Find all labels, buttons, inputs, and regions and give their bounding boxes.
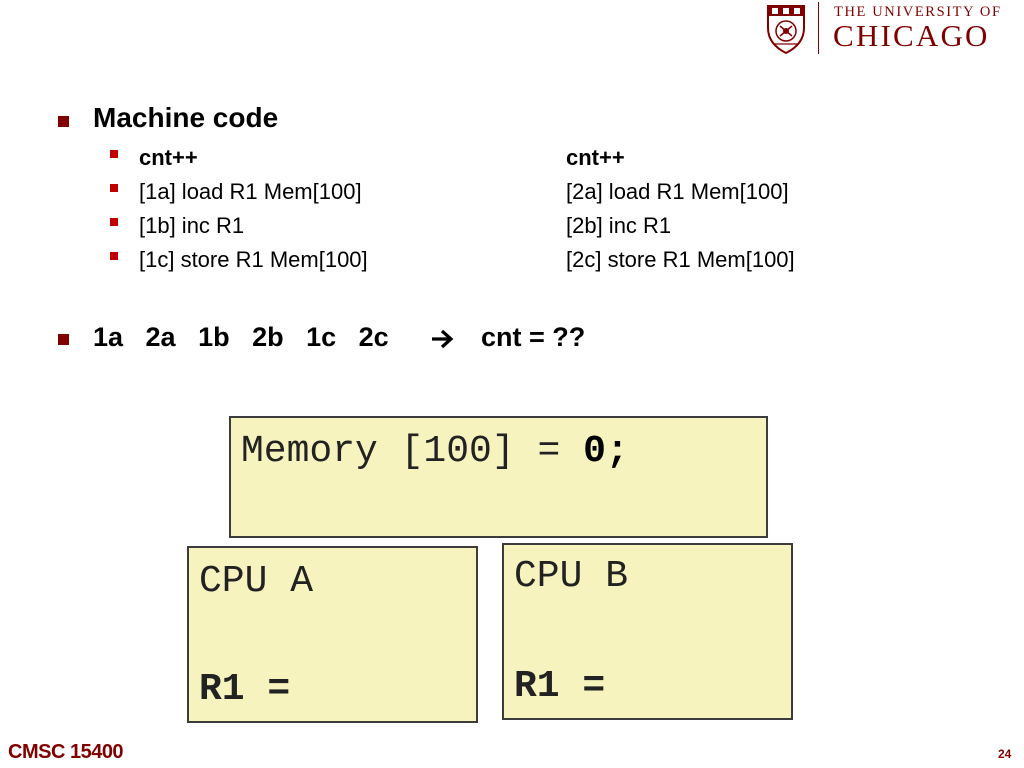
cpu-a-box: CPU A R1 = [187, 546, 478, 723]
left-code-line: [1b] inc R1 [139, 213, 245, 238]
course-code: CMSC 15400 [8, 741, 124, 763]
sub-bullet-icon [110, 218, 118, 226]
cpu-b-label: CPU B [514, 555, 629, 598]
sub-bullet-icon [110, 184, 118, 192]
sub-bullet-icon [110, 150, 118, 158]
machine-code-heading: Machine code [93, 102, 279, 133]
cpu-b-register: R1 = [514, 665, 606, 708]
memory-label: Memory [100] = 0; [241, 430, 629, 473]
sub-bullet-icon [110, 252, 118, 260]
memory-label-text: Memory [100] = [241, 430, 584, 473]
right-code-line: [2b] inc R1 [566, 213, 672, 238]
right-code-line: cnt++ [566, 145, 625, 170]
left-code-line: cnt++ [139, 145, 198, 170]
cpu-a-label: CPU A [199, 560, 314, 603]
memory-value: 0; [583, 430, 629, 473]
right-arrow-icon [432, 329, 454, 349]
logo-university-text: THE UNIVERSITY OF [834, 4, 1002, 20]
cpu-b-box: CPU B R1 = [502, 543, 793, 720]
logo-divider [818, 2, 819, 54]
university-crest-icon [767, 5, 805, 54]
cnt-result: cnt = ?? [481, 322, 586, 352]
right-code-line: [2a] load R1 Mem[100] [566, 179, 789, 204]
right-code-line: [2c] store R1 Mem[100] [566, 247, 795, 272]
left-code-line: [1c] store R1 Mem[100] [139, 247, 368, 272]
interleaving-sequence: 1a 2a 1b 2b 1c 2c [93, 322, 389, 352]
cpu-a-register: R1 = [199, 668, 291, 711]
university-logo: THE UNIVERSITY OF CHICAGO [766, 2, 1022, 58]
left-code-line: [1a] load R1 Mem[100] [139, 179, 362, 204]
page-number: 24 [998, 747, 1012, 761]
memory-box: Memory [100] = 0; [229, 416, 768, 538]
logo-chicago-text: CHICAGO [833, 18, 990, 53]
bullet-square-icon [58, 116, 69, 127]
bullet-square-icon [58, 334, 69, 345]
